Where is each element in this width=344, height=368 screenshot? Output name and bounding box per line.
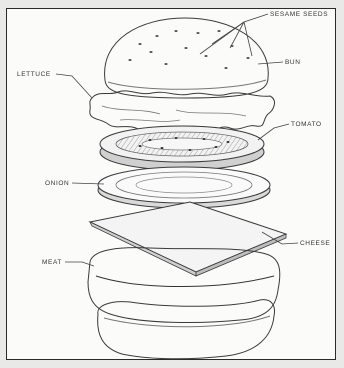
label-meat: MEAT — [42, 259, 62, 266]
sesame-seeds — [128, 30, 249, 69]
top-bun — [105, 18, 269, 98]
tomato — [100, 126, 264, 170]
label-onion: ONION — [45, 180, 69, 187]
label-cheese: CHEESE — [300, 240, 330, 247]
label-sesame-seeds: SESAME SEEDS — [270, 11, 328, 18]
onion — [98, 167, 270, 208]
cheese — [90, 202, 286, 276]
bottom-bun — [98, 300, 275, 359]
label-lettuce: LETTUCE — [17, 71, 51, 78]
label-bun: BUN — [285, 59, 301, 66]
label-tomato: TOMATO — [291, 121, 322, 128]
